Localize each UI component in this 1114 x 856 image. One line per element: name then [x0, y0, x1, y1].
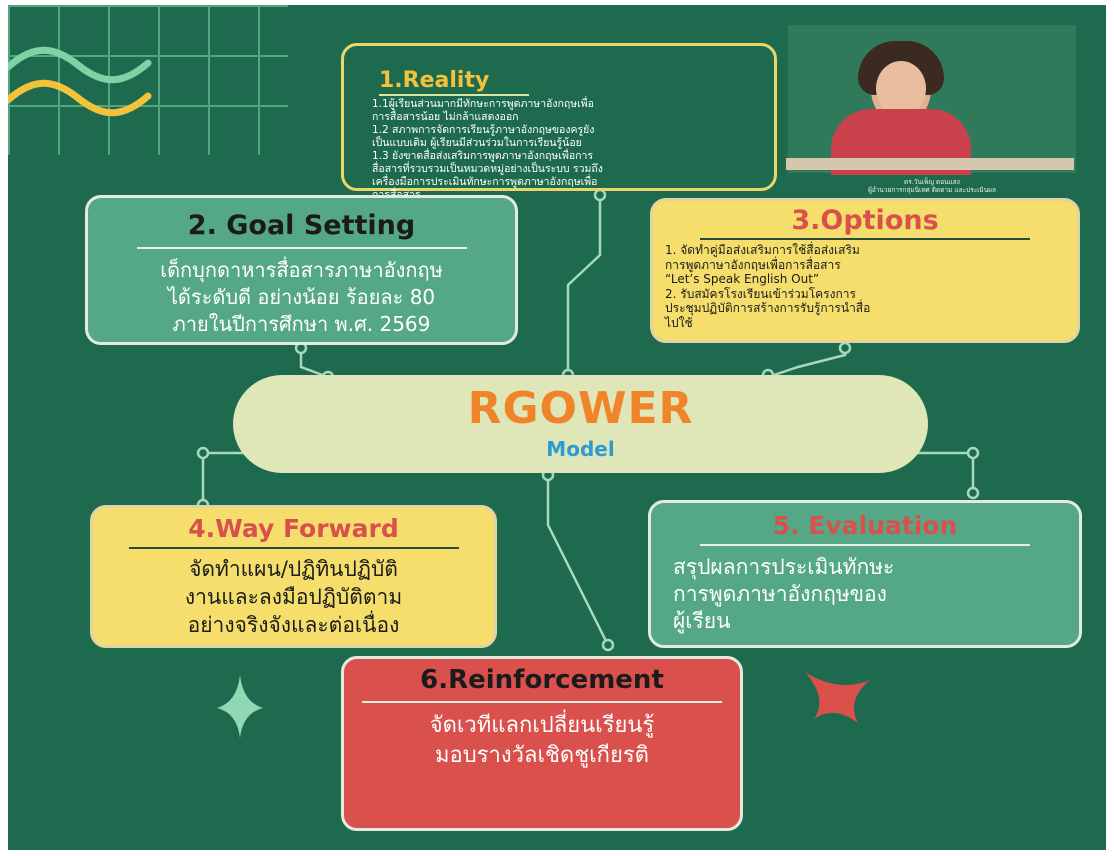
- way-forward-text-line: อย่างจริงจังและต่อเนื่อง: [187, 613, 400, 637]
- reality-text: 1.1ผู้เรียนส่วนมากมีทักษะการพูดภาษาอังกฤ…: [372, 98, 772, 202]
- reality-text-line: สื่อสารที่รวบรวมเป็นหมวดหมู่อย่างเป็นระบ…: [372, 163, 603, 175]
- infographic-canvas: 1.Reality 1.1ผู้เรียนส่วนมากมีทักษะการพู…: [8, 5, 1106, 850]
- way-forward-title: 4.Way Forward: [188, 514, 399, 543]
- evaluation-title: 5. Evaluation: [772, 511, 958, 540]
- options-text: 1. จัดทำคู่มือส่งเสริมการใช้สื่อส่งเสริม…: [653, 243, 1077, 330]
- options-text-line: ประชุมปฏิบัติการสร้างการรับรู้การนำสื่อ: [665, 301, 871, 315]
- reinforcement-title: 6.Reinforcement: [420, 665, 664, 695]
- options-text-line: “Let’s Speak English Out”: [665, 272, 820, 286]
- photo-caption-role: ผู้อำนวยการกลุ่มนิเทศ ติดตาม และประเมินผ…: [868, 186, 996, 194]
- evaluation-text-line: สรุปผลการประเมินทักษะ: [673, 555, 895, 579]
- wave-decoration-yellow: [8, 79, 152, 117]
- connector-options: [767, 345, 847, 379]
- way-forward-box: 4.Way Forward จัดทำแผน/ปฏิทินปฏิบัติงานแ…: [90, 505, 497, 648]
- connector-reinforcement: [546, 475, 610, 646]
- options-text-line: 1. จัดทำคู่มือส่งเสริมการใช้สื่อส่งเสริม: [665, 243, 860, 257]
- reality-box: 1.Reality 1.1ผู้เรียนส่วนมากมีทักษะการพู…: [341, 43, 777, 201]
- evaluation-underline: [700, 544, 1030, 546]
- photo-caption-name: ดร.วันเพ็ญ ดอนแสง: [904, 178, 960, 186]
- goal-setting-text-line: ได้ระดับดี อย่างน้อย ร้อยละ 80: [167, 285, 436, 309]
- reality-title: 1.Reality: [379, 68, 490, 93]
- connector-reality: [566, 193, 602, 377]
- goal-underline: [136, 247, 467, 249]
- reality-text-line: การสื่อสารน้อย ไม่กล้าแสดงออก: [372, 111, 519, 123]
- reality-underline: [379, 94, 529, 96]
- sparkle-teal-icon: [217, 675, 263, 738]
- reinforcement-underline: [362, 701, 722, 703]
- reinforcement-text: จัดเวทีแลกเปลี่ยนเรียนรู้มอบรางวัลเชิดชู…: [344, 711, 740, 771]
- reinforcement-box: 6.Reinforcement จัดเวทีแลกเปลี่ยนเรียนรู…: [341, 656, 743, 831]
- options-text-line: ไปใช้: [665, 315, 693, 330]
- way-forward-text-line: งานและลงมือปฏิบัติตาม: [184, 585, 403, 609]
- reinforcement-text-line: จัดเวทีแลกเปลี่ยนเรียนรู้: [429, 713, 655, 738]
- way-forward-text-line: จัดทำแผน/ปฏิทินปฏิบัติ: [189, 557, 398, 581]
- wave-decoration-green: [8, 46, 152, 84]
- evaluation-text-line: การพูดภาษาอังกฤษของ: [673, 582, 887, 606]
- goal-setting-box: 2. Goal Setting เด็กบุกดาหารสื่อสารภาษาอ…: [85, 195, 518, 345]
- options-title: 3.Options: [791, 205, 939, 236]
- reinforcement-text-line: มอบรางวัลเชิดชูเกียรติ: [435, 743, 649, 768]
- goal-setting-title: 2. Goal Setting: [187, 210, 416, 241]
- options-box: 3.Options 1. จัดทำคู่มือส่งเสริมการใช้สื…: [650, 198, 1080, 343]
- sparkle-red-icon: [805, 672, 870, 723]
- reality-text-line: 1.3 ยังขาดสื่อส่งเสริมการพูดภาษาอังกฤษเพ…: [372, 150, 594, 162]
- evaluation-text-line: ผู้เรียน: [673, 609, 731, 633]
- reality-text-line: 1.1ผู้เรียนส่วนมากมีทักษะการพูดภาษาอังกฤ…: [372, 98, 594, 110]
- evaluation-box: 5. Evaluation สรุปผลการประเมินทักษะการพู…: [648, 500, 1082, 648]
- options-underline: [700, 238, 1030, 240]
- goal-setting-text: เด็กบุกดาหารสื่อสารภาษาอังกฤษได้ระดับดี …: [88, 257, 515, 338]
- evaluation-text: สรุปผลการประเมินทักษะการพูดภาษาอังกฤษของ…: [651, 554, 1079, 635]
- rgower-center-oval: RGOWER Model: [233, 375, 928, 473]
- options-text-line: การพูดภาษาอังกฤษเพื่อการสื่อสาร: [665, 257, 841, 272]
- goal-setting-text-line: ภายในปีการศึกษา พ.ศ. 2569: [172, 312, 431, 336]
- rgower-subtitle: Model: [546, 437, 615, 461]
- presenter-photo: ดร.วันเพ็ญ ดอนแสง ผู้อำนวยการกลุ่มนิเทศ …: [776, 25, 1076, 194]
- rgower-title: RGOWER: [467, 383, 694, 434]
- reality-text-line: เครื่องมือการประเมินทักษะการพูดภาษาอังกฤ…: [372, 176, 598, 188]
- way-forward-underline: [128, 547, 459, 549]
- reality-text-line: 1.2 สภาพการจัดการเรียนรู้ภาษาอังกฤษของคร…: [372, 124, 595, 136]
- grid-decoration: [8, 5, 288, 155]
- way-forward-text: จัดทำแผน/ปฏิทินปฏิบัติงานและลงมือปฏิบัติ…: [93, 555, 494, 639]
- reality-text-line: เป็นแบบเดิม ผู้เรียนมีส่วนร่วมในการเรียน…: [372, 137, 582, 149]
- goal-setting-text-line: เด็กบุกดาหารสื่อสารภาษาอังกฤษ: [160, 258, 443, 282]
- options-text-line: 2. รับสมัครโรงเรียนเข้าร่วมโครงการ: [665, 286, 856, 301]
